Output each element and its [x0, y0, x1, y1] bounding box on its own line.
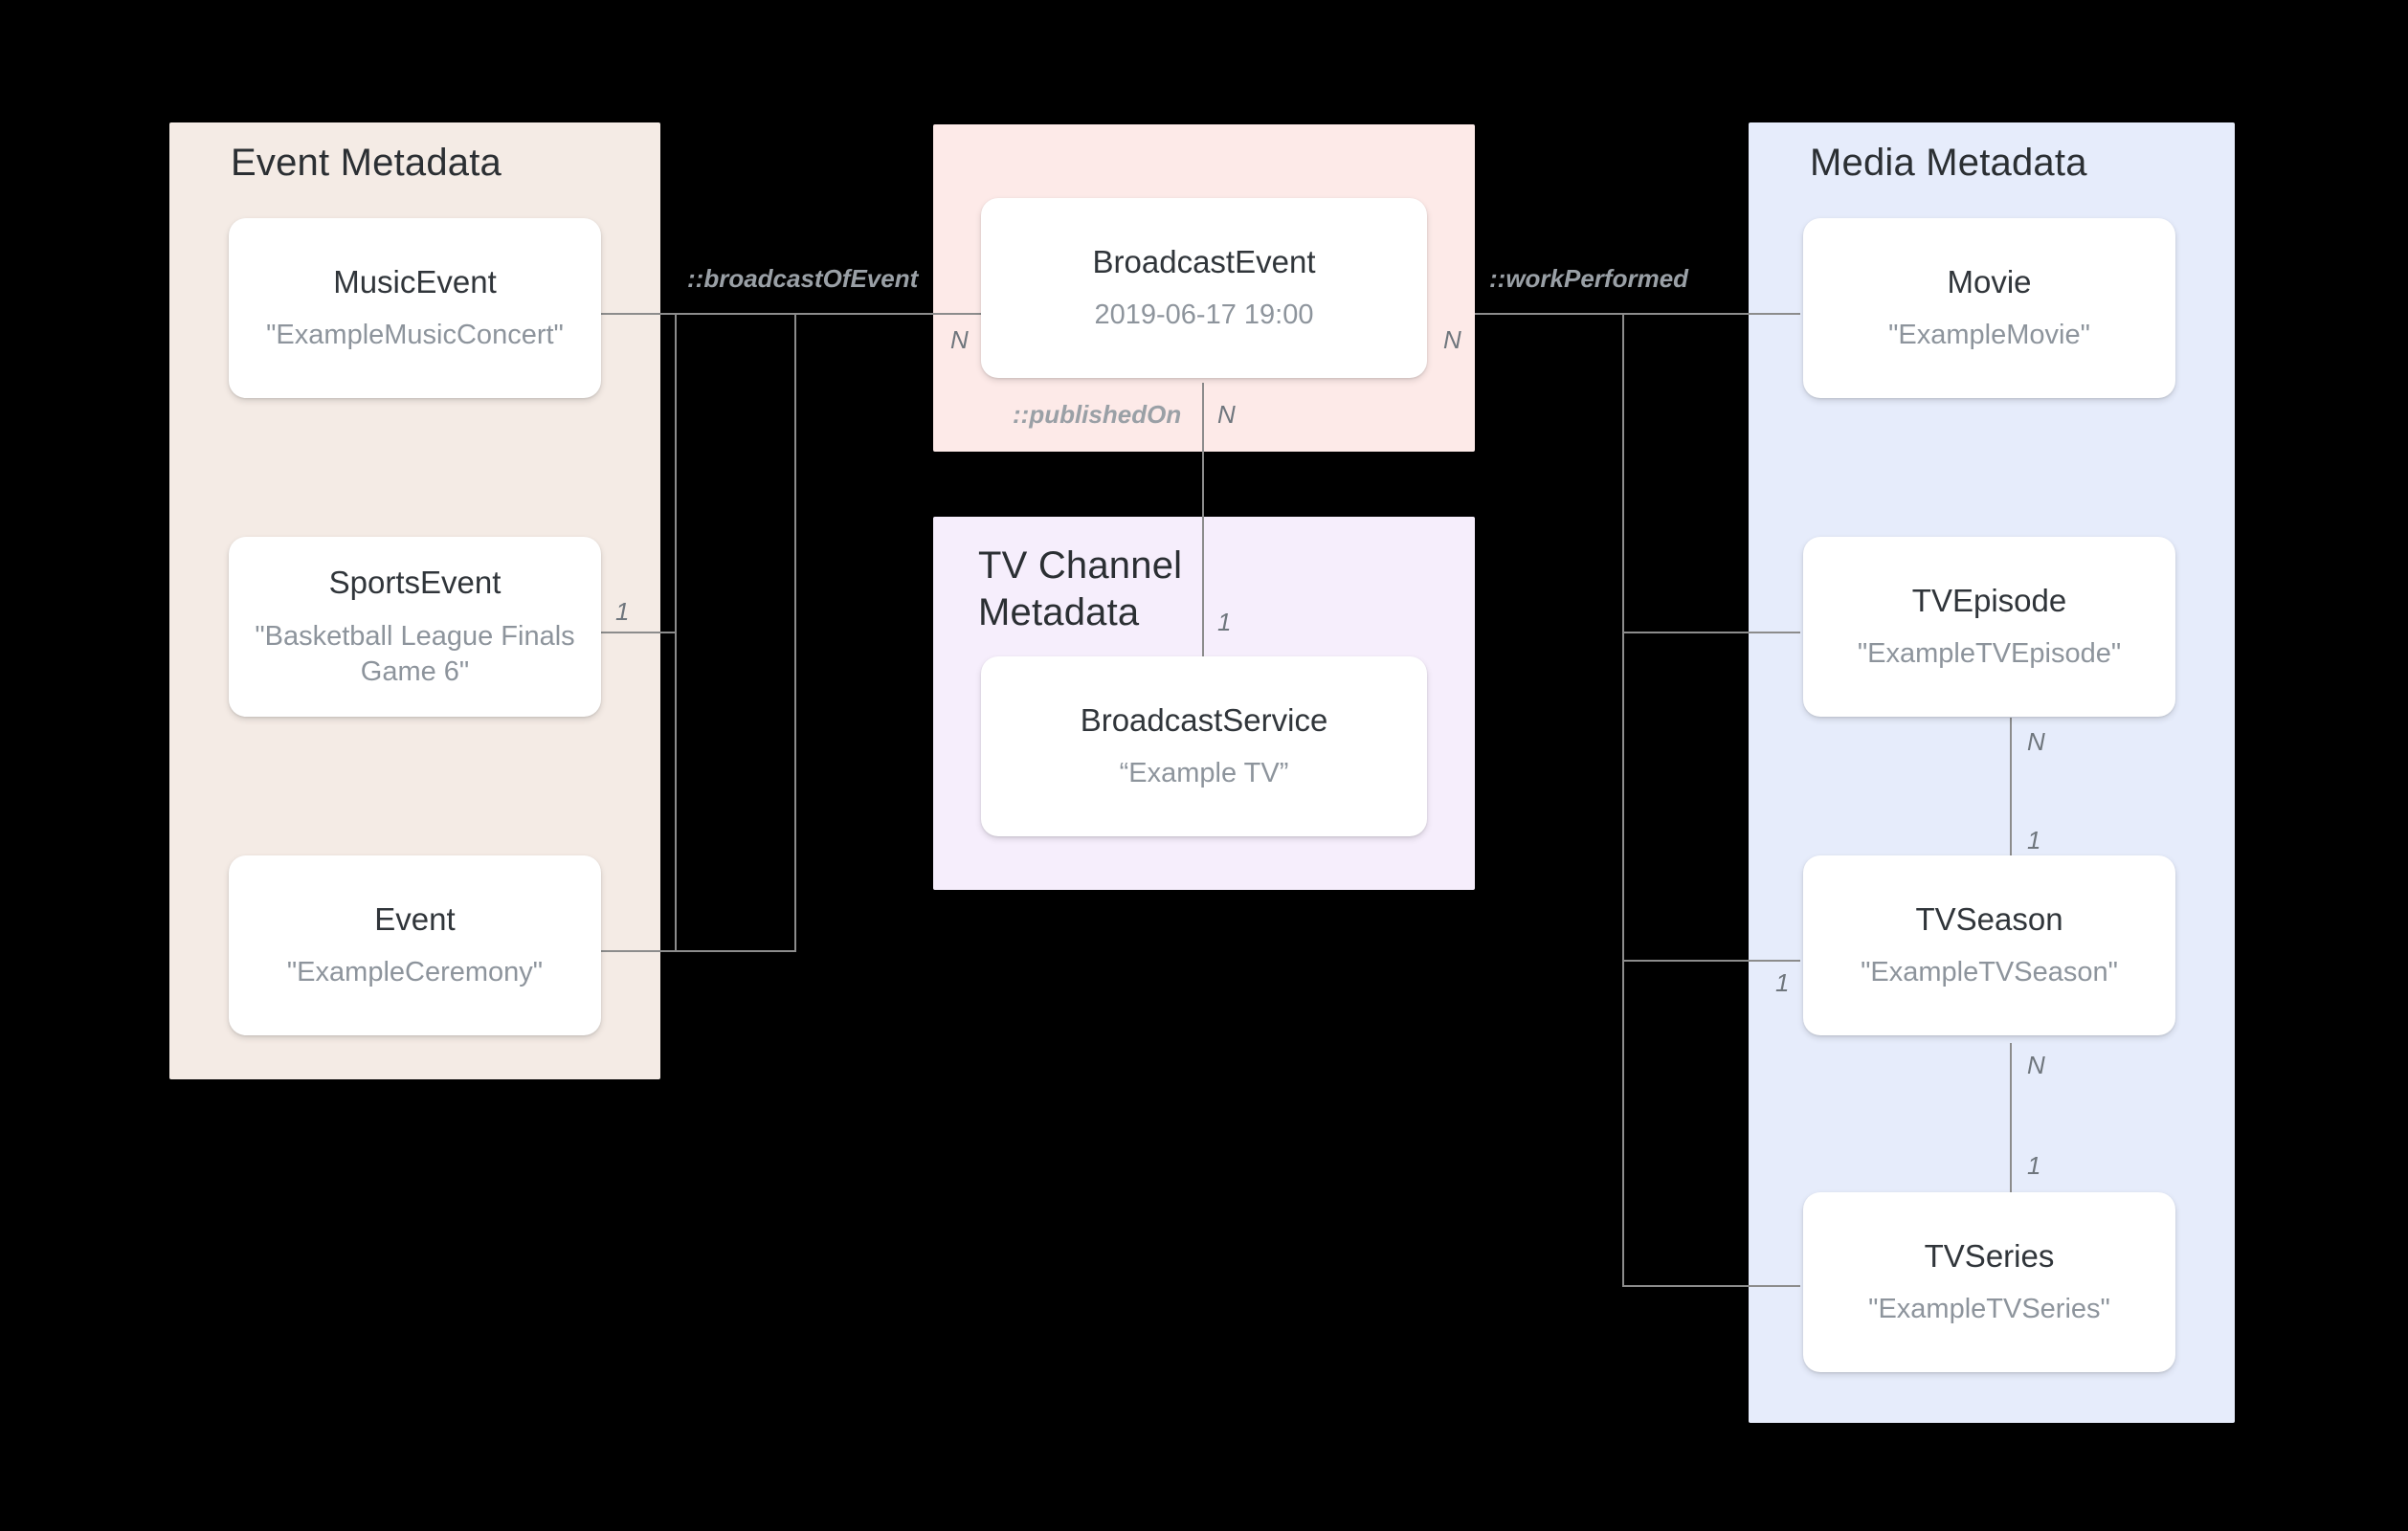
edge-episode-to-season: [2010, 718, 2012, 906]
entity-type-tv-series: TVSeries: [1924, 1237, 2055, 1274]
edge-tv-series-stub: [1622, 1285, 1800, 1287]
entity-value-music-event: "ExampleMusicConcert": [266, 320, 564, 351]
entity-value-movie: "ExampleMovie": [1888, 320, 2090, 351]
cardinality-published-on-n: N: [1217, 400, 1236, 429]
edge-sports-event-stub: [598, 632, 677, 633]
entity-card-music-event[interactable]: MusicEvent "ExampleMusicConcert": [229, 218, 601, 398]
group-title-tv-channel-metadata: TV Channel Metadata: [978, 544, 1183, 633]
edge-work-performed-main: [1475, 313, 1800, 315]
edge-season-to-series: [2010, 1043, 2012, 1232]
cardinality-season-series-1: 1: [2027, 1151, 2041, 1180]
entity-card-movie[interactable]: Movie "ExampleMovie": [1803, 218, 2175, 398]
entity-card-broadcast-event[interactable]: BroadcastEvent 2019-06-17 19:00: [981, 198, 1427, 378]
cardinality-episode-season-n: N: [2027, 727, 2045, 756]
entity-card-event[interactable]: Event "ExampleCeremony": [229, 855, 601, 1035]
edge-tv-episode-stub: [1622, 632, 1800, 633]
entity-value-sports-event: "Basketball League Finals Game 6": [255, 620, 575, 687]
edge-event-stub: [598, 950, 796, 952]
entity-card-tv-episode[interactable]: TVEpisode "ExampleTVEpisode": [1803, 537, 2175, 717]
entity-type-event: Event: [374, 900, 456, 937]
cardinality-work-performed-n: N: [1443, 325, 1461, 354]
entity-type-sports-event: SportsEvent: [328, 565, 502, 601]
cardinality-episode-season-1: 1: [2027, 826, 2041, 854]
entity-value-broadcast-event: 2019-06-17 19:00: [1094, 300, 1314, 331]
entity-type-movie: Movie: [1947, 263, 2032, 300]
entity-card-tv-season[interactable]: TVSeason "ExampleTVSeason": [1803, 855, 2175, 1035]
edge-right-bus: [1622, 313, 1624, 1285]
entity-type-music-event: MusicEvent: [333, 263, 497, 300]
entity-type-tv-episode: TVEpisode: [1911, 582, 2067, 618]
cardinality-broadcast-of-event-n: N: [950, 325, 969, 354]
entity-card-sports-event[interactable]: SportsEvent "Basketball League Finals Ga…: [229, 537, 601, 717]
group-title-media-metadata: Media Metadata: [1810, 142, 2087, 184]
relation-label-published-on: ::publishedOn: [1013, 400, 1182, 429]
edge-tv-season-stub: [1622, 960, 1800, 962]
entity-value-tv-season: "ExampleTVSeason": [1861, 957, 2118, 988]
edge-left-bus-inner: [675, 313, 677, 950]
entity-value-event: "ExampleCeremony": [286, 957, 544, 988]
entity-type-tv-season: TVSeason: [1915, 900, 2063, 937]
cardinality-broadcast-of-event-1: 1: [615, 597, 630, 626]
cardinality-season-series-n: N: [2027, 1051, 2045, 1079]
group-title-event-metadata: Event Metadata: [231, 142, 502, 184]
edge-left-bus-outer: [794, 313, 796, 952]
edge-published-on: [1202, 383, 1204, 656]
cardinality-work-performed-1: 1: [1775, 968, 1790, 997]
relation-label-broadcast-of-event: ::broadcastOfEvent: [687, 264, 919, 293]
entity-type-broadcast-event: BroadcastEvent: [1092, 243, 1316, 279]
entity-value-broadcast-service: “Example TV”: [1119, 758, 1289, 789]
entity-card-broadcast-service[interactable]: BroadcastService “Example TV”: [981, 656, 1427, 836]
edge-music-event-stub: [598, 313, 796, 315]
relation-label-work-performed: ::workPerformed: [1489, 264, 1689, 293]
cardinality-published-on-1: 1: [1217, 608, 1232, 636]
entity-value-tv-episode: "ExampleTVEpisode": [1857, 638, 2122, 670]
edge-broadcast-of-event-main: [794, 313, 1000, 315]
entity-card-tv-series[interactable]: TVSeries "ExampleTVSeries": [1803, 1192, 2175, 1372]
entity-value-tv-series: "ExampleTVSeries": [1868, 1294, 2110, 1325]
entity-type-broadcast-service: BroadcastService: [1080, 701, 1328, 738]
